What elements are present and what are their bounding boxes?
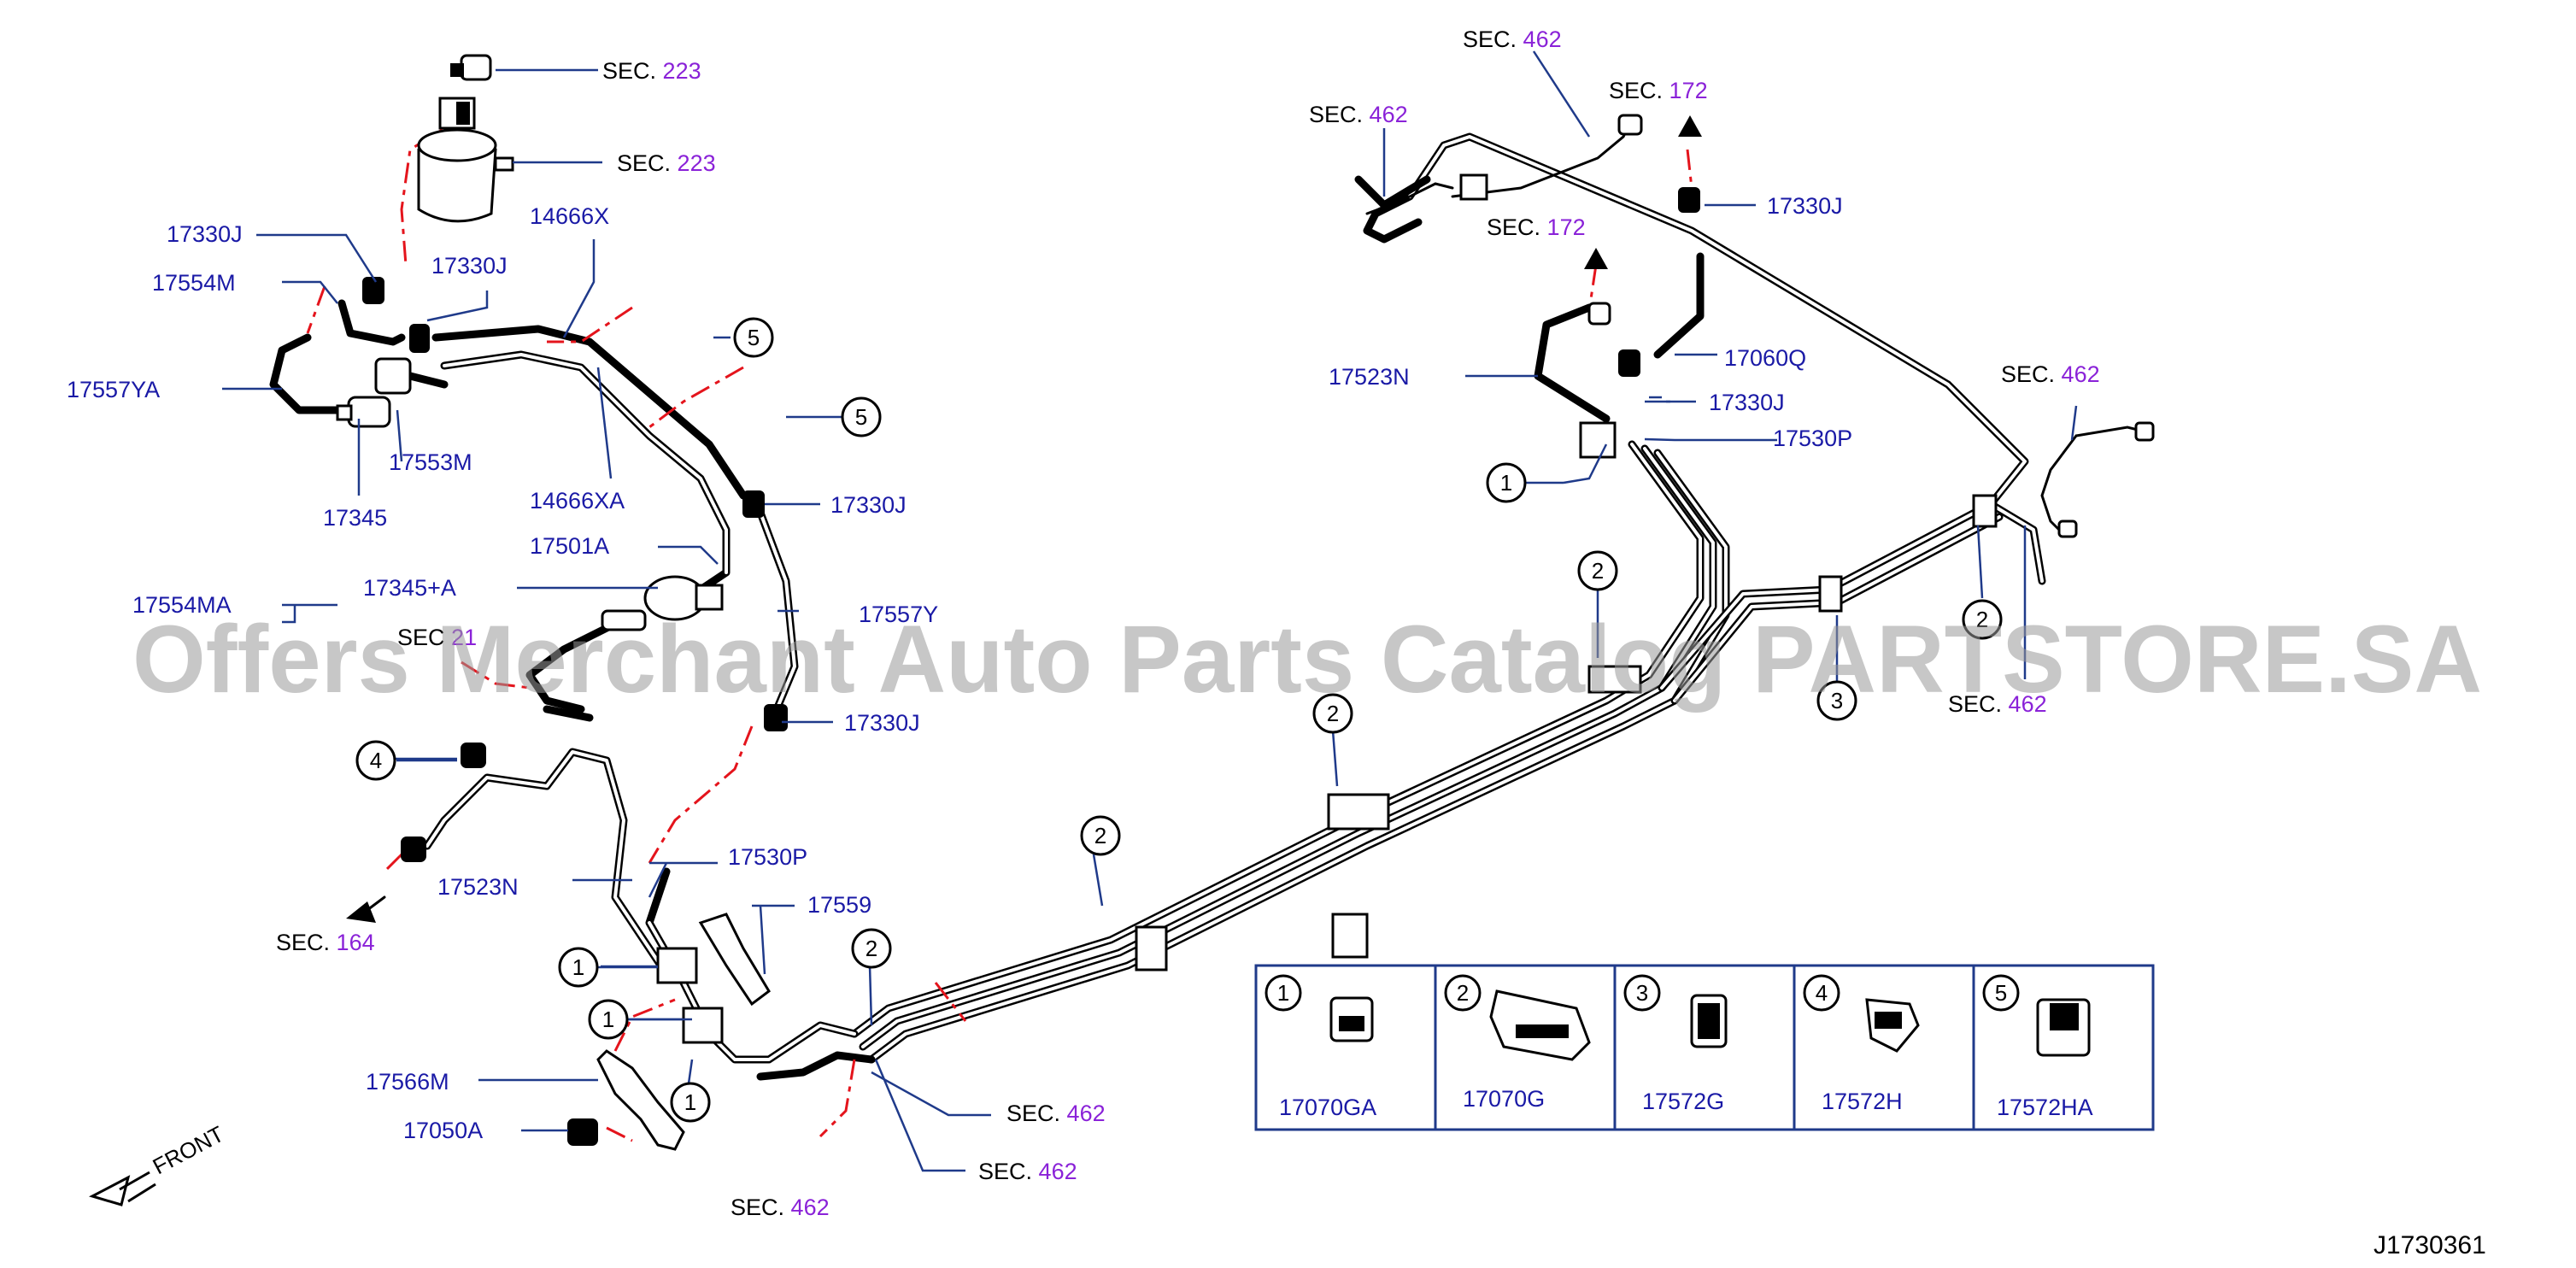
flow-arrows: [89, 115, 1702, 1206]
label-17523N-a: 17523N: [437, 874, 519, 900]
sec-462-d: SEC. 462: [1463, 26, 1562, 52]
part-labels: 17330J 17554M 17330J 14666X 17557YA 1755…: [67, 193, 1852, 1143]
label-17345A: 17345+A: [363, 575, 456, 601]
svg-text:1: 1: [572, 954, 584, 980]
sec-172-a: SEC. 172: [1609, 78, 1708, 103]
bracket-17566M: [596, 1049, 685, 1151]
callout-5-a: 5: [713, 317, 774, 358]
callout-4: 4: [355, 740, 457, 781]
svg-text:2: 2: [1457, 980, 1469, 1006]
svg-text:2: 2: [1976, 607, 1988, 632]
fuel-filter-canister: [417, 97, 514, 223]
front-label: FRONT: [149, 1121, 228, 1180]
clamps: [362, 187, 1700, 1146]
callout-5-b: 5: [786, 396, 882, 437]
callout-1-d: 1: [1486, 462, 1564, 503]
svg-text:5: 5: [748, 325, 760, 350]
clip-17559: [698, 913, 771, 1007]
legend-cell-4: 4 17572H: [1803, 974, 1920, 1114]
svg-text:1: 1: [602, 1007, 614, 1032]
legend-cell-1: 1 17070GA: [1265, 974, 1376, 1120]
label-17554MA: 17554MA: [132, 592, 232, 618]
upper-right-hose-ends: [1365, 114, 2155, 538]
svg-text:4: 4: [370, 748, 382, 773]
legend-cell-2: 2 17070G: [1444, 974, 1591, 1112]
leader-lines: [222, 50, 2078, 1172]
svg-text:5: 5: [855, 404, 867, 430]
legend-part-17572G: 17572G: [1642, 1089, 1724, 1114]
callout-1-b: 1: [588, 999, 684, 1040]
label-17330J-f: 17330J: [1767, 193, 1843, 219]
svg-text:2: 2: [1592, 558, 1604, 584]
legend-part-17070GA: 17070GA: [1279, 1095, 1376, 1120]
label-17557YA: 17557YA: [67, 377, 160, 402]
label-17530P-a: 17530P: [728, 844, 807, 870]
label-14666X: 14666X: [530, 203, 609, 229]
label-17050A: 17050A: [403, 1118, 483, 1143]
sec-462-f: SEC. 462: [2001, 361, 2100, 387]
sec-223-a: SEC. 223: [602, 58, 701, 84]
callout-2-d: 2: [1577, 550, 1618, 591]
svg-text:1: 1: [1500, 470, 1512, 496]
legend-part-17572HA: 17572HA: [1997, 1095, 2093, 1120]
label-14666XA: 14666XA: [530, 488, 625, 514]
sec-462-e: SEC. 462: [1309, 102, 1408, 127]
svg-text:4: 4: [1816, 980, 1828, 1006]
callout-circles: 5 5 4 1 1 1 2 2 2 2 2 1 3: [355, 317, 2003, 1123]
label-17330J-b: 17330J: [431, 253, 508, 279]
label-17501A: 17501A: [530, 533, 609, 559]
label-17554M: 17554M: [152, 270, 236, 296]
diagram-code: J1730361: [2374, 1231, 2486, 1259]
label-17566M: 17566M: [366, 1069, 449, 1095]
sec223-fitting: [450, 54, 492, 81]
label-17330J-d: 17330J: [844, 710, 920, 736]
legend-table: 1 17070GA 2 17070G 3 17572G 4 17572H 5 1…: [1254, 964, 2155, 1131]
sec-21-partial: SEC 21: [397, 625, 477, 650]
svg-text:2: 2: [1327, 701, 1339, 726]
svg-text:3: 3: [1636, 980, 1648, 1006]
label-17330J-c: 17330J: [830, 492, 907, 518]
label-17330J-a: 17330J: [167, 221, 243, 247]
label-17060Q: 17060Q: [1724, 345, 1806, 371]
svg-text:2: 2: [866, 936, 877, 961]
upper-right-pipe-clamps: [656, 173, 1998, 1044]
legend-cell-3: 3 17572G: [1623, 974, 1728, 1114]
filter-17345: [336, 396, 391, 428]
svg-text:1: 1: [1277, 980, 1289, 1006]
callout-2-e: 2: [1962, 599, 2003, 640]
main-pipe-bundle: [269, 126, 2146, 1081]
label-17530P-b: 17530P: [1773, 426, 1852, 451]
sec-172-b: SEC. 172: [1487, 214, 1586, 240]
label-17330J-e: 17330J: [1709, 390, 1785, 415]
label-17523N-b: 17523N: [1329, 364, 1410, 390]
sec-462-a: SEC. 462: [1006, 1101, 1106, 1126]
legend-part-17070G: 17070G: [1463, 1086, 1545, 1112]
sec-164: SEC. 164: [276, 930, 375, 955]
legend-cell-5: 5 17572HA: [1982, 974, 2093, 1120]
svg-text:1: 1: [684, 1089, 696, 1115]
label-17557Y: 17557Y: [859, 602, 938, 627]
sec-223-b: SEC. 223: [617, 150, 716, 176]
section-references: SEC. 223 SEC. 223 SEC 21 SEC. 164 SEC. 4…: [276, 26, 2100, 1220]
callout-1-a: 1: [558, 947, 658, 988]
callout-1-c: 1: [670, 1082, 711, 1123]
legend-part-17572H: 17572H: [1822, 1089, 1903, 1114]
label-17345: 17345: [323, 505, 387, 531]
pump-17345A: [601, 575, 724, 631]
label-17559: 17559: [807, 892, 871, 918]
watermark: Offers Merchant Auto Parts Catalog PARTS…: [132, 606, 2482, 713]
callout-2-a: 2: [851, 928, 892, 969]
red-dashed-connections: [306, 114, 1693, 1142]
callout-2-c: 2: [1312, 693, 1353, 734]
sec-462-g: SEC. 462: [1948, 691, 2047, 717]
callout-3: 3: [1816, 680, 1857, 721]
sec-462-b: SEC. 462: [978, 1159, 1077, 1184]
svg-text:5: 5: [1995, 980, 2007, 1006]
svg-text:2: 2: [1094, 823, 1106, 848]
svg-text:3: 3: [1831, 688, 1843, 713]
label-17553M: 17553M: [389, 449, 472, 475]
sec-462-c: SEC. 462: [731, 1195, 830, 1220]
callout-2-b: 2: [1080, 815, 1121, 856]
